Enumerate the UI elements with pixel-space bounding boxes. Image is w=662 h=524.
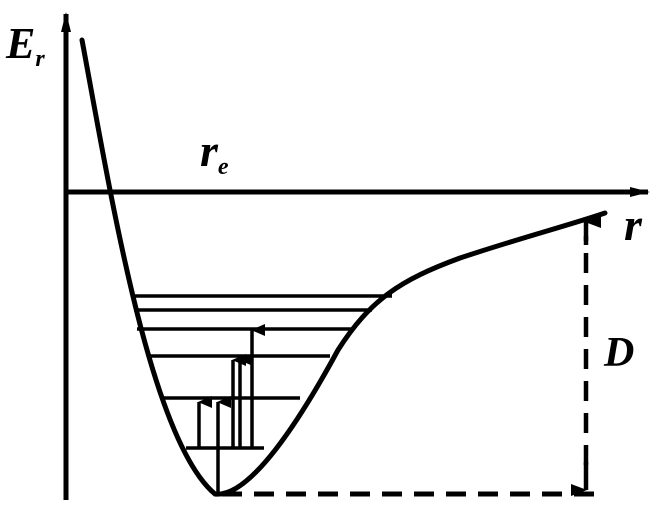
equilibrium-label: re bbox=[200, 125, 229, 180]
energy-axis-label: Er bbox=[5, 19, 45, 72]
dissociation-label: D bbox=[603, 330, 634, 376]
potential-curve bbox=[79, 37, 608, 497]
transition-arrows bbox=[197, 324, 265, 494]
distance-axis-label: r bbox=[624, 199, 643, 250]
